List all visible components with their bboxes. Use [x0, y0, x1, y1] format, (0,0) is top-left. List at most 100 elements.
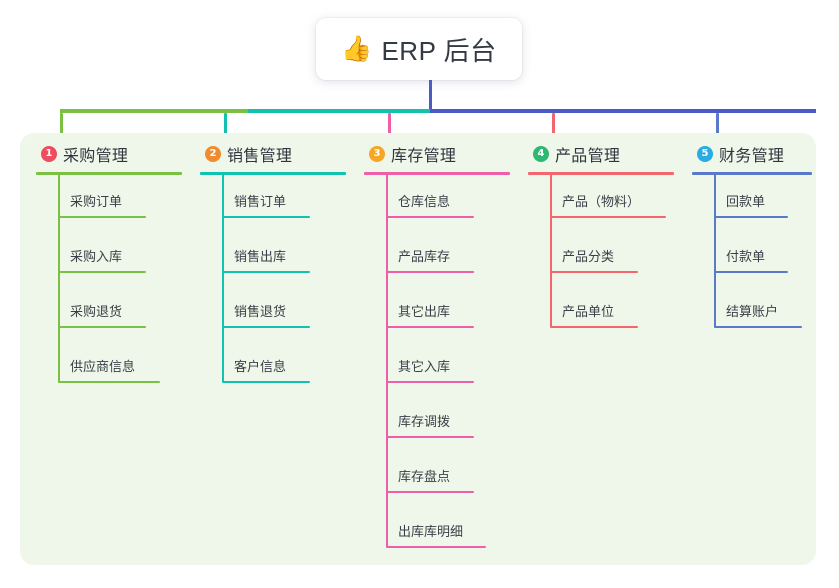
leaf-item[interactable]: 其它入库 — [364, 340, 514, 395]
leaf-item-label: 销售订单 — [234, 194, 287, 209]
leaf-item-label: 客户信息 — [234, 359, 287, 374]
leaf-item-label: 采购订单 — [70, 194, 123, 209]
leaf-item-underline — [222, 326, 310, 328]
leaf-item[interactable]: 出库库明细 — [364, 505, 514, 560]
leaf-item-underline — [386, 326, 474, 328]
leaf-item-underline — [386, 546, 486, 548]
leaf-item[interactable]: 销售退货 — [200, 285, 350, 340]
leaf-item[interactable]: 客户信息 — [200, 340, 350, 395]
branch-underline — [200, 172, 346, 175]
root-node[interactable]: 👍 ERP 后台 — [316, 18, 522, 80]
branch-title: 销售管理 — [227, 148, 293, 165]
leaf-item-underline — [550, 326, 638, 328]
branch-items-sales: 销售订单销售出库销售退货客户信息 — [200, 175, 350, 395]
leaf-item-label: 回款单 — [726, 194, 766, 209]
leaf-item-underline — [222, 271, 310, 273]
leaf-item[interactable]: 供应商信息 — [36, 340, 186, 395]
leaf-item[interactable]: 采购订单 — [36, 175, 186, 230]
leaf-item[interactable]: 采购退货 — [36, 285, 186, 340]
branch-header-purchase[interactable]: 1 采购管理 — [36, 139, 186, 169]
branch-purchase: 1 采购管理采购订单采购入库采购退货供应商信息 — [36, 139, 186, 395]
branch-number-badge: 3 — [369, 146, 385, 162]
branch-header-finance[interactable]: 5 财务管理 — [692, 139, 816, 169]
leaf-item[interactable]: 采购入库 — [36, 230, 186, 285]
bus-segment-green — [60, 109, 248, 113]
leaf-item-label: 产品单位 — [562, 304, 615, 319]
branch-spine — [386, 175, 388, 547]
leaf-item-label: 库存盘点 — [398, 469, 451, 484]
drop-connector-product — [552, 113, 555, 139]
branches-panel — [20, 133, 816, 565]
branch-items-purchase: 采购订单采购入库采购退货供应商信息 — [36, 175, 186, 395]
bus-segment-indigo — [430, 109, 816, 113]
leaf-item-label: 采购退货 — [70, 304, 123, 319]
leaf-item-underline — [222, 216, 310, 218]
leaf-item[interactable]: 付款单 — [692, 230, 816, 285]
leaf-item-underline — [386, 436, 474, 438]
leaf-item[interactable]: 仓库信息 — [364, 175, 514, 230]
leaf-item-underline — [714, 216, 788, 218]
branch-underline — [528, 172, 674, 175]
leaf-item[interactable]: 结算账户 — [692, 285, 816, 340]
root-stem-connector — [429, 80, 432, 111]
drop-connector-purchase — [60, 113, 63, 139]
branch-items-inventory: 仓库信息产品库存其它出库其它入库库存调拨库存盘点出库库明细 — [364, 175, 514, 560]
leaf-item[interactable]: 库存盘点 — [364, 450, 514, 505]
leaf-item[interactable]: 其它出库 — [364, 285, 514, 340]
branch-spine — [222, 175, 224, 382]
branch-finance: 5 财务管理回款单付款单结算账户 — [692, 139, 816, 340]
branch-title: 财务管理 — [719, 148, 785, 165]
leaf-item[interactable]: 产品库存 — [364, 230, 514, 285]
branch-underline — [692, 172, 812, 175]
root-label: ERP 后台 — [381, 35, 497, 66]
branch-number-badge: 5 — [697, 146, 713, 162]
branch-number-badge: 2 — [205, 146, 221, 162]
branch-number-badge: 1 — [41, 146, 57, 162]
branch-underline — [36, 172, 182, 175]
leaf-item-label: 销售退货 — [234, 304, 287, 319]
leaf-item-underline — [550, 271, 638, 273]
branch-spine — [714, 175, 716, 327]
leaf-item-label: 供应商信息 — [70, 359, 136, 374]
branch-underline — [364, 172, 510, 175]
leaf-item-label: 库存调拨 — [398, 414, 451, 429]
leaf-item-label: 产品分类 — [562, 249, 615, 264]
leaf-item-label: 其它出库 — [398, 304, 451, 319]
leaf-item-underline — [386, 491, 474, 493]
leaf-item-underline — [58, 271, 146, 273]
leaf-item-underline — [714, 326, 802, 328]
branch-spine — [550, 175, 552, 327]
leaf-item[interactable]: 库存调拨 — [364, 395, 514, 450]
branch-sales: 2 销售管理销售订单销售出库销售退货客户信息 — [200, 139, 350, 395]
leaf-item[interactable]: 产品（物料） — [528, 175, 678, 230]
leaf-item-label: 付款单 — [726, 249, 766, 264]
leaf-item-underline — [386, 381, 474, 383]
leaf-item-underline — [222, 381, 310, 383]
branch-title: 采购管理 — [63, 148, 129, 165]
leaf-item-label: 产品库存 — [398, 249, 451, 264]
branch-spine — [58, 175, 60, 382]
leaf-item-label: 产品（物料） — [562, 194, 641, 209]
leaf-item[interactable]: 产品单位 — [528, 285, 678, 340]
leaf-item-underline — [58, 381, 160, 383]
leaf-item-underline — [58, 326, 146, 328]
leaf-item[interactable]: 回款单 — [692, 175, 816, 230]
branch-number-badge: 4 — [533, 146, 549, 162]
drop-connector-finance — [716, 113, 719, 139]
branch-header-sales[interactable]: 2 销售管理 — [200, 139, 350, 169]
thumbs-up-icon: 👍 — [341, 34, 373, 63]
leaf-item-underline — [58, 216, 146, 218]
leaf-item-label: 销售出库 — [234, 249, 287, 264]
drop-connector-sales — [224, 113, 227, 139]
leaf-item-label: 结算账户 — [726, 304, 779, 319]
leaf-item[interactable]: 产品分类 — [528, 230, 678, 285]
leaf-item-underline — [714, 271, 788, 273]
leaf-item-underline — [550, 216, 666, 218]
leaf-item-underline — [386, 216, 474, 218]
leaf-item[interactable]: 销售订单 — [200, 175, 350, 230]
leaf-item[interactable]: 销售出库 — [200, 230, 350, 285]
